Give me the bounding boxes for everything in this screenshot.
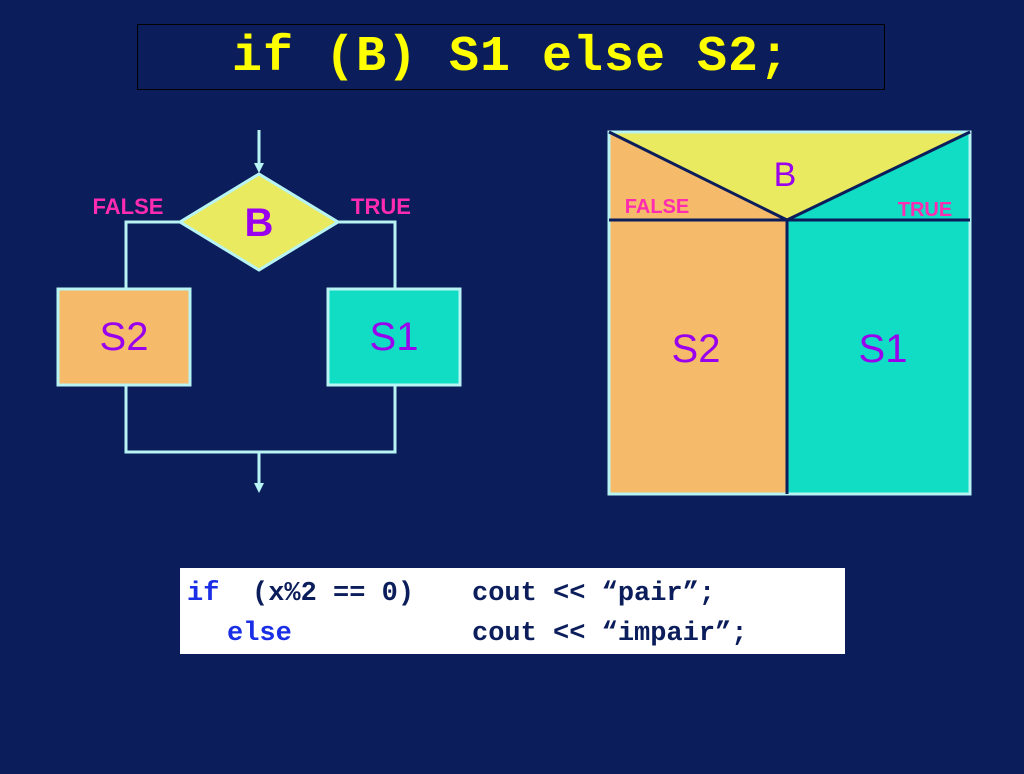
nassi-diagonal-right xyxy=(786,130,971,222)
condition-diamond xyxy=(177,172,341,272)
false-block-s2 xyxy=(56,287,192,387)
merge-line xyxy=(124,385,397,454)
code-line-if: if (x%2 == 0) cout << “pair”; xyxy=(187,574,845,614)
nassi-outline xyxy=(607,130,972,496)
false-branch-label: FALSE xyxy=(93,194,164,219)
false-block-label: S2 xyxy=(100,315,149,359)
nassi-diagram: B FALSE TRUE S2 S1 xyxy=(607,130,972,496)
nassi-true-label: TRUE xyxy=(898,199,952,221)
code-keyword-else: else xyxy=(227,619,292,649)
true-block-s1 xyxy=(326,287,462,387)
true-block-label: S1 xyxy=(370,315,419,359)
code-keyword-if: if xyxy=(187,579,220,609)
nassi-true-block-label: S1 xyxy=(859,327,908,371)
condition-label: B xyxy=(245,201,274,245)
true-branch-line xyxy=(338,220,397,289)
nassi-diagonal-left xyxy=(608,130,788,222)
nassi-true-block xyxy=(787,220,970,494)
nassi-false-label: FALSE xyxy=(625,196,689,218)
code-statement-true: cout << “pair”; xyxy=(472,579,716,609)
nassi-condition-region xyxy=(609,132,970,220)
title-box: if (B) S1 else S2; xyxy=(137,24,885,90)
nassi-false-block xyxy=(609,220,787,494)
true-branch-label: TRUE xyxy=(351,194,411,219)
code-example: if (x%2 == 0) cout << “pair”; else cout … xyxy=(180,568,845,654)
nassi-condition-label: B xyxy=(774,156,797,194)
code-statement-false: cout << “impair”; xyxy=(472,619,748,649)
code-condition: (x%2 == 0) xyxy=(252,579,415,609)
flowchart: B FALSE TRUE S2 S1 xyxy=(56,130,462,493)
page-title: if (B) S1 else S2; xyxy=(231,28,791,86)
nassi-false-block-label: S2 xyxy=(672,327,721,371)
false-branch-line xyxy=(124,220,180,289)
code-line-else: else cout << “impair”; xyxy=(187,614,845,654)
